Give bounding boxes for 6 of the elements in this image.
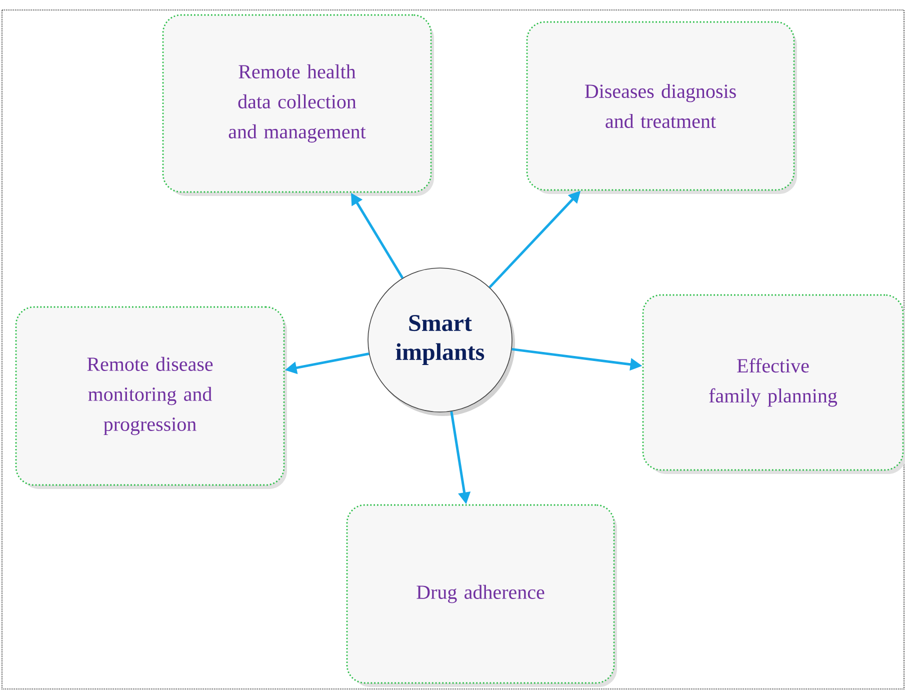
- rounded-box: Drug adherence: [346, 504, 617, 687]
- rounded-box: Remote health data collection and management: [162, 14, 434, 196]
- circle-node: Smart implants: [368, 268, 515, 416]
- rounded-box: Remote disease monitoring and progression: [15, 306, 287, 489]
- rounded-box: Diseases diagnosis and treatment: [526, 21, 797, 194]
- rounded-box: Effective family planning: [642, 294, 905, 474]
